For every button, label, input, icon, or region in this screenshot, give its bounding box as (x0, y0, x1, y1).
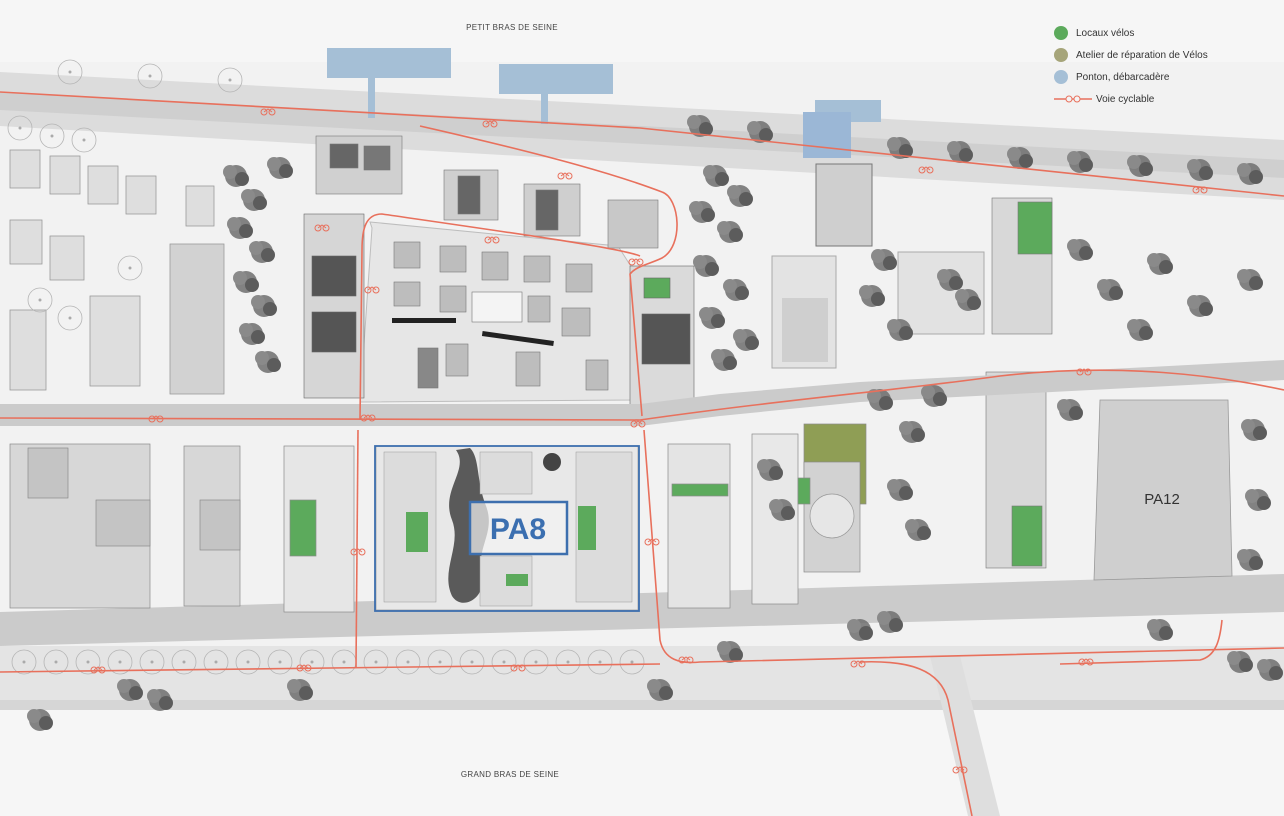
legend-item-voie-cyclable: Voie cyclable (1054, 88, 1274, 110)
legend-item-locaux-velos: Locaux vélos (1054, 22, 1274, 44)
west-towers (303, 213, 365, 399)
south-west-blocks (9, 443, 355, 613)
middle-parcel-gray (782, 298, 828, 362)
pa12-block: PA12 (1093, 399, 1233, 581)
green-dot-icon (1054, 26, 1068, 40)
river-north-label: PETIT BRAS DE SEINE (466, 23, 558, 32)
north-east-building (815, 163, 873, 247)
central-buildings (393, 241, 609, 391)
west-residential (9, 149, 225, 395)
north-buildings (315, 135, 659, 249)
map-legend: Locaux vélos Atelier de réparation de Vé… (1054, 22, 1274, 110)
legend-item-atelier: Atelier de réparation de Vélos (1054, 44, 1274, 66)
olive-dot-icon (1054, 48, 1068, 62)
south-edge (0, 700, 1284, 710)
pa12-label: PA12 (1144, 491, 1180, 508)
north-river (0, 0, 1284, 62)
pa8-label: PA8 (490, 513, 546, 546)
bike-lanes (0, 91, 1284, 816)
bike-lane-icon (1054, 95, 1092, 103)
pa8-sector-outline (374, 445, 640, 612)
south-river (0, 710, 1284, 816)
legend-item-ponton: Ponton, débarcadère (1054, 66, 1274, 88)
east-column (985, 197, 1053, 569)
south-promenade (0, 646, 1284, 702)
legend-label: Atelier de réparation de Vélos (1076, 49, 1208, 61)
legend-label: Ponton, débarcadère (1076, 71, 1170, 83)
pontoons (327, 48, 881, 158)
pa8-label-box (468, 500, 569, 556)
east-towers (629, 265, 695, 407)
legend-label: Voie cyclable (1096, 93, 1155, 105)
south-quay (0, 574, 1284, 646)
main-street (0, 360, 1284, 426)
legend-label: Locaux vélos (1076, 27, 1135, 39)
river-south-label: GRAND BRAS DE SEINE (461, 770, 559, 779)
blue-dot-icon (1054, 70, 1068, 84)
central-dark-bars (392, 318, 554, 346)
